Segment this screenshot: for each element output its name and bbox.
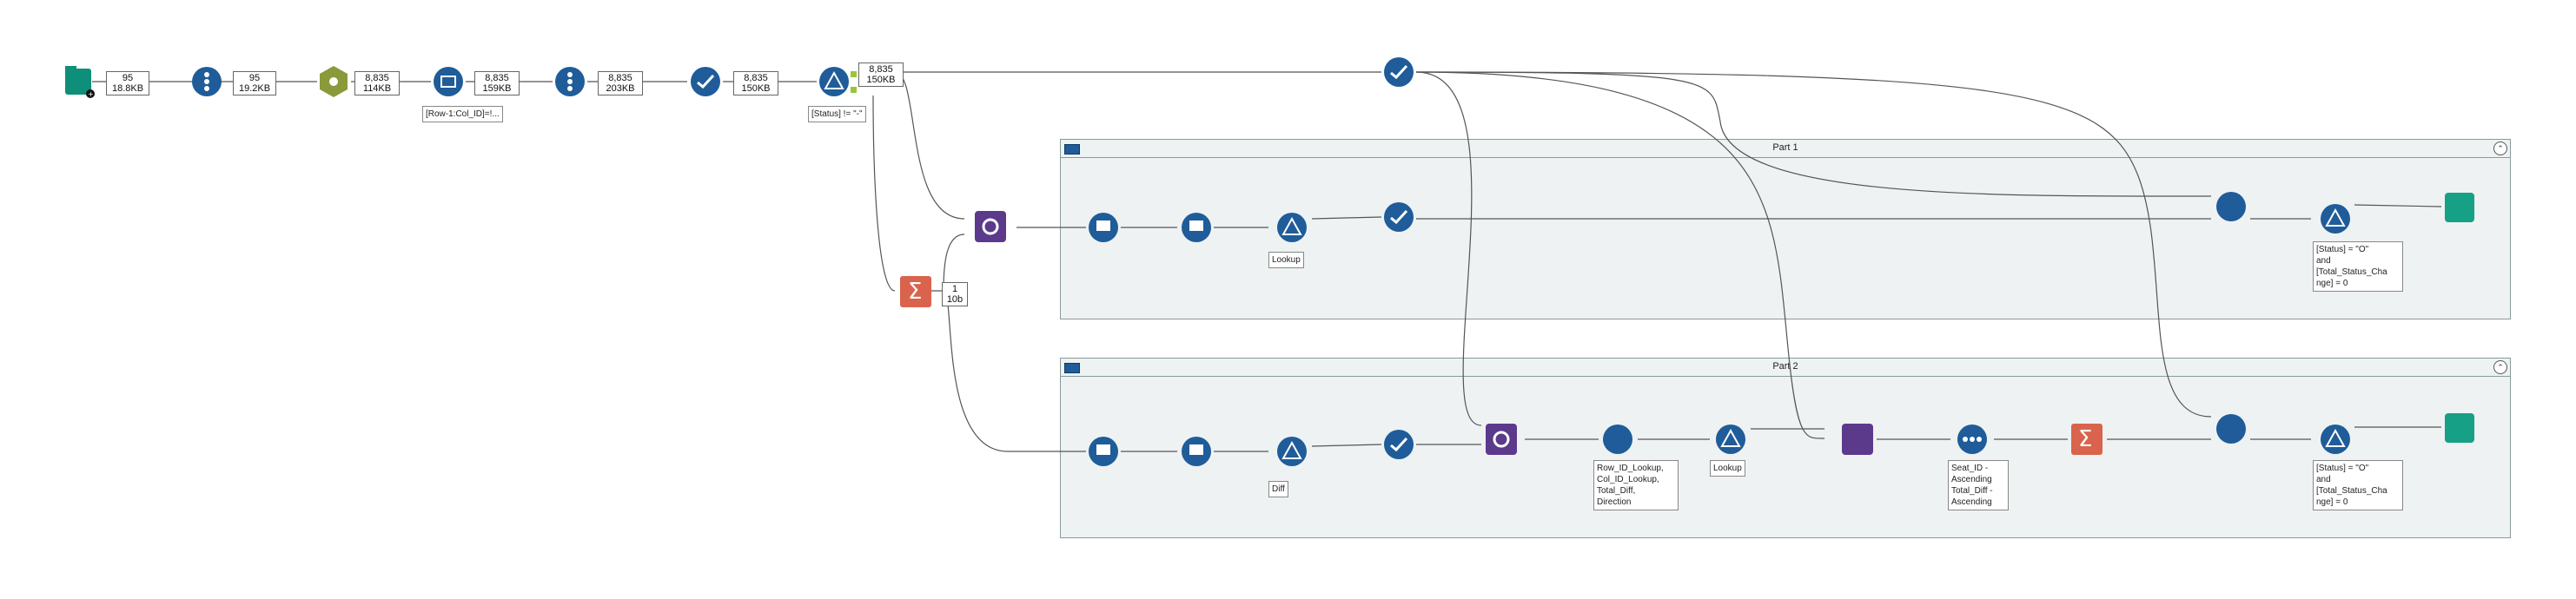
- stat-rows: 95: [122, 73, 134, 83]
- stat-rows: 8,835: [744, 73, 768, 83]
- select-tool[interactable]: [555, 67, 585, 96]
- container-icon: [1064, 363, 1080, 373]
- summarize-tool[interactable]: Σ: [2071, 424, 2103, 455]
- connector: [1415, 71, 2212, 197]
- stat-badge: 8,835 150KB: [858, 63, 904, 87]
- stat-rows: 8,835: [485, 73, 509, 83]
- stat-badge: 95 19.2KB: [233, 71, 276, 95]
- tool-annotation: Seat_ID - Ascending Total_Diff - Ascendi…: [1948, 460, 2009, 510]
- connector: [1311, 216, 1382, 220]
- tool-annotation: Diff: [1268, 481, 1288, 497]
- collapse-button[interactable]: ⌃: [2493, 142, 2507, 155]
- macro-tool[interactable]: [1486, 424, 1517, 455]
- browse-icon[interactable]: [2445, 193, 2474, 222]
- svg-text:Σ: Σ: [2078, 426, 2092, 452]
- filter-tool[interactable]: [819, 67, 857, 96]
- stat-size: 10b: [946, 294, 964, 305]
- stat-size: 150KB: [741, 83, 771, 94]
- stat-badge: 8,835 150KB: [733, 71, 778, 95]
- tool-annotation: Lookup: [1710, 460, 1745, 477]
- connector: [1311, 444, 1382, 447]
- stat-size: 19.2KB: [238, 83, 271, 94]
- summarize-tool[interactable]: Σ: [900, 276, 931, 307]
- collapse-button[interactable]: ⌃: [2493, 360, 2507, 374]
- tool-annotation: [Status] = "O" and [Total_Status_Cha nge…: [2313, 241, 2403, 292]
- stat-size: 159KB: [482, 83, 512, 94]
- stat-badge: 8,835 114KB: [354, 71, 400, 95]
- stat-rows: 1: [951, 284, 958, 294]
- filter-tool[interactable]: [1277, 437, 1307, 466]
- stat-rows: 8,835: [608, 73, 632, 83]
- formula-tool[interactable]: [1603, 425, 1632, 454]
- join-tool[interactable]: [2216, 414, 2246, 444]
- connector: [1415, 71, 2212, 418]
- multifield-formula-tool[interactable]: [320, 66, 348, 97]
- macro-tool[interactable]: [975, 211, 1006, 242]
- select-tool[interactable]: [192, 67, 222, 96]
- stat-rows: 8,835: [365, 73, 389, 83]
- formula-tool[interactable]: [1182, 437, 1211, 466]
- stat-size: 114KB: [362, 83, 392, 94]
- append-fields-tool[interactable]: [1842, 424, 1873, 455]
- sort-tool[interactable]: [1957, 425, 1987, 454]
- formula-tool[interactable]: [1089, 213, 1118, 242]
- filter-tool[interactable]: [2321, 425, 2350, 454]
- stat-badge: 1 10b: [942, 282, 968, 306]
- tool-annotation: [Status] = "O" and [Total_Status_Cha nge…: [2313, 460, 2403, 510]
- stat-badge: 95 18.8KB: [106, 71, 149, 95]
- join-tool[interactable]: [2216, 192, 2246, 221]
- formula-tool[interactable]: [1089, 437, 1118, 466]
- connector: [872, 95, 896, 292]
- stat-size: 203KB: [606, 83, 635, 94]
- sample-tool[interactable]: [691, 67, 720, 96]
- filter-tool[interactable]: [2321, 204, 2350, 234]
- container-title: Part 1: [1772, 142, 1798, 153]
- connector: [943, 234, 965, 292]
- browse-icon[interactable]: [2445, 413, 2474, 443]
- container-header: Part 1 ⌃: [1061, 140, 2510, 158]
- stat-rows: 8,835: [869, 64, 893, 75]
- connector: [1415, 71, 1482, 426]
- input-data-tool[interactable]: +: [65, 66, 95, 98]
- sample-tool-top[interactable]: [1384, 57, 1414, 87]
- filter-tool[interactable]: [1716, 425, 1745, 454]
- svg-text:+: +: [88, 90, 94, 98]
- tool-annotation: Row_ID_Lookup, Col_ID_Lookup, Total_Diff…: [1593, 460, 1679, 510]
- stat-size: 150KB: [866, 75, 896, 85]
- container-header: Part 2 ⌃: [1061, 359, 2510, 377]
- multirow-formula-tool[interactable]: [434, 67, 463, 96]
- stat-badge: 8,835 159KB: [474, 71, 520, 95]
- container-title: Part 2: [1772, 361, 1798, 372]
- tool-annotation: [Status] != "-": [808, 106, 866, 122]
- connector: [2354, 204, 2442, 207]
- svg-text:Σ: Σ: [908, 279, 922, 305]
- filter-tool[interactable]: [1277, 213, 1307, 242]
- stat-badge: 8,835 203KB: [598, 71, 643, 95]
- tool-annotation: Lookup: [1268, 252, 1304, 268]
- formula-tool[interactable]: [1182, 213, 1211, 242]
- sample-tool[interactable]: [1384, 202, 1414, 232]
- stat-rows: 95: [248, 73, 261, 83]
- container-icon: [1064, 144, 1080, 155]
- tool-annotation: [Row-1:Col_ID]=!...: [422, 106, 503, 122]
- sample-tool[interactable]: [1384, 430, 1414, 459]
- stat-size: 18.8KB: [111, 83, 144, 94]
